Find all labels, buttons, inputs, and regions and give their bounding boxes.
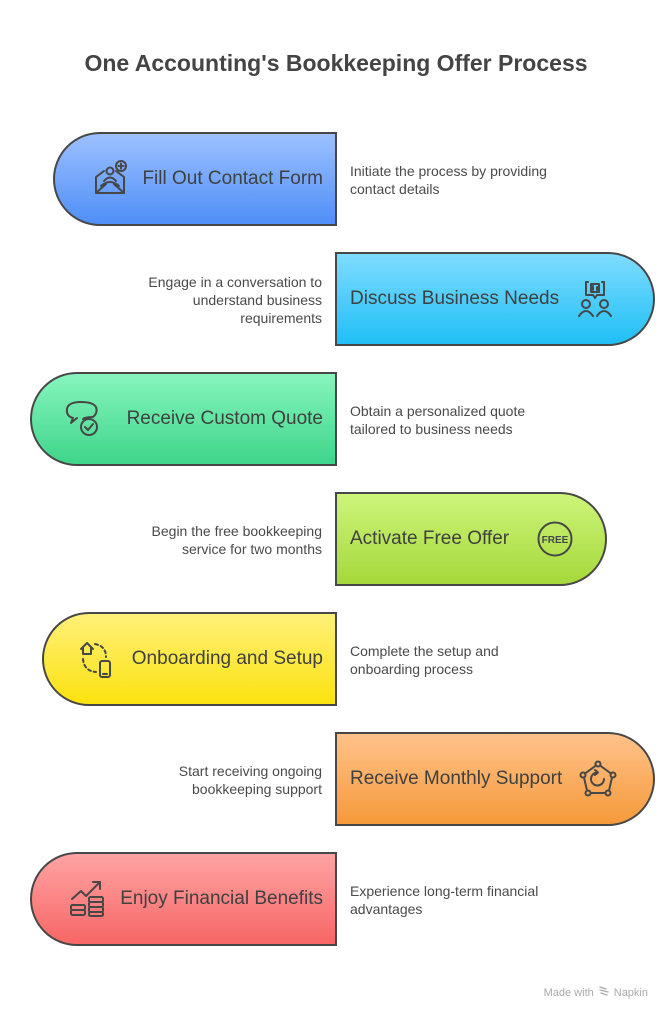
step-description: Obtain a personalized quote tailored to … <box>350 402 590 438</box>
step-label: Receive Monthly Support <box>350 768 563 789</box>
contact-form-envelope-icon <box>90 159 130 199</box>
made-with-text: Made with <box>543 986 594 999</box>
description-line: Experience long-term financial <box>350 883 539 899</box>
step-description: Complete the setup and onboarding proces… <box>350 642 590 678</box>
napkin-brand-text: Napkin <box>613 986 648 999</box>
step-description: Engage in a conversation to understand b… <box>82 273 322 327</box>
description-line: Complete the setup and <box>350 643 499 659</box>
step-description: Start receiving ongoing bookkeeping supp… <box>82 762 322 798</box>
description-line: Begin the free bookkeeping <box>151 523 322 539</box>
description-line: onboarding process <box>350 661 473 677</box>
step-fill-out-contact-form: Fill Out Contact Form <box>53 132 337 226</box>
step-receive-custom-quote: Receive Custom Quote <box>30 372 337 466</box>
step-label: Receive Custom Quote <box>126 408 323 429</box>
diagram-title: One Accounting's Bookkeeping Offer Proce… <box>84 50 588 76</box>
napkin-logo-icon <box>598 985 610 1000</box>
description-line: Obtain a personalized quote <box>350 403 526 419</box>
description-line: Engage in a conversation to <box>148 274 322 290</box>
description-line: bookkeeping support <box>192 781 322 797</box>
step-description: Initiate the process by providing contac… <box>350 162 590 198</box>
step-label: Enjoy Financial Benefits <box>120 888 323 909</box>
discussion-people-icon <box>575 279 615 319</box>
step-enjoy-financial-benefits: Enjoy Financial Benefits <box>30 852 337 946</box>
step-discuss-business-needs: Discuss Business Needs <box>335 252 655 346</box>
description-line: Start receiving ongoing <box>178 763 322 779</box>
step-onboarding-and-setup: Onboarding and Setup <box>42 612 337 706</box>
support-cycle-icon <box>578 759 618 799</box>
step-label: Fill Out Contact Form <box>142 168 323 189</box>
step-label: Activate Free Offer <box>350 528 510 549</box>
step-activate-free-offer: Activate Free Offer FREE <box>335 492 607 586</box>
step-description: Experience long-term financial advantage… <box>350 882 590 918</box>
free-badge-icon: FREE <box>535 519 575 559</box>
step-label: Discuss Business Needs <box>350 288 560 309</box>
quote-check-icon <box>63 399 103 439</box>
description-line: Initiate the process by providing <box>350 163 547 179</box>
home-to-mobile-icon <box>76 639 116 679</box>
description-line: understand business <box>192 292 322 308</box>
step-receive-monthly-support: Receive Monthly Support <box>335 732 655 826</box>
free-badge-text: FREE <box>542 535 569 546</box>
step-label: Onboarding and Setup <box>131 648 323 669</box>
description-line: tailored to business needs <box>350 421 513 437</box>
description-line: contact details <box>350 181 440 197</box>
description-line: service for two months <box>181 541 322 557</box>
description-line: advantages <box>350 901 423 917</box>
growth-coins-icon <box>68 879 108 919</box>
step-description: Begin the free bookkeeping service for t… <box>82 522 322 558</box>
made-with-napkin-badge[interactable]: Made with Napkin <box>544 985 648 1000</box>
description-line: requirements <box>240 310 322 326</box>
